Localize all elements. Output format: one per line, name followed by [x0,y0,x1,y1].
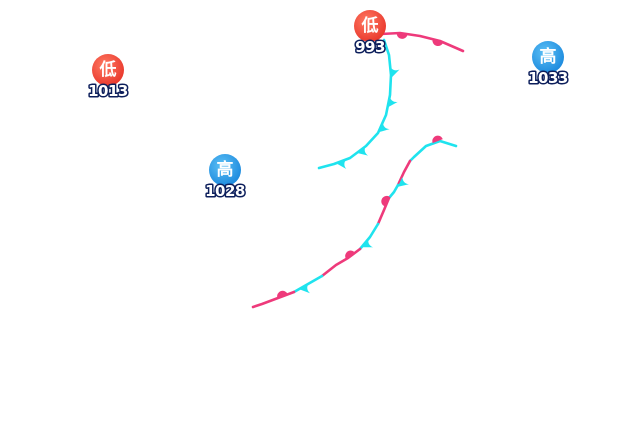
high-pressure-label: 高 [217,159,234,180]
low-pressure-label: 低 [99,59,117,80]
cold-front-triangle [378,122,390,133]
warm-front-semicircle [277,290,288,299]
low-pressure-marker [92,54,124,86]
pressure-value-993: 993 [355,38,385,56]
front-line-segment [251,290,296,309]
cold-front-triangle [299,283,311,294]
pressure-value-1013: 1013 [88,82,128,100]
warm-front-semicircle [396,32,408,39]
front-line-segment [396,159,412,187]
front-line-segment [292,274,324,294]
pressure-value-1028: 1028 [205,182,245,200]
high-pressure-center-central: 高 1028 [204,154,247,202]
low-pressure-label: 低 [361,15,379,36]
front-line-segment [387,183,400,200]
warm-front-semicircle [432,39,444,46]
high-pressure-marker [532,41,564,73]
cold-front-triangle [397,177,409,187]
low-pressure-center-north: 低 993 [354,10,387,58]
low-pressure-marker [354,10,386,42]
cold-front-triangle [356,146,369,156]
front-line-segment [408,139,458,163]
front-line-segment [379,31,465,53]
warm-front-semicircle [432,135,443,144]
pressure-value-1033: 1033 [528,69,568,87]
cold-front-triangle [336,159,347,169]
high-pressure-marker [209,154,241,186]
pressure-centers-layer: 低 1013 低 993 高 1033 高 1028 [87,10,570,202]
high-pressure-center-east: 高 1033 [527,41,570,89]
warm-front-semicircle [381,195,390,207]
fronts-layer [251,31,465,309]
front-line-segment [317,38,393,170]
low-pressure-center-west: 低 1013 [87,54,130,102]
warm-front-semicircle [345,250,356,260]
cold-front-triangle [361,238,374,248]
front-line-segment [376,196,391,226]
front-line-segment [358,222,380,251]
high-pressure-label: 高 [540,46,557,67]
cold-front-triangle [387,96,398,108]
cold-front-triangle [390,66,400,78]
